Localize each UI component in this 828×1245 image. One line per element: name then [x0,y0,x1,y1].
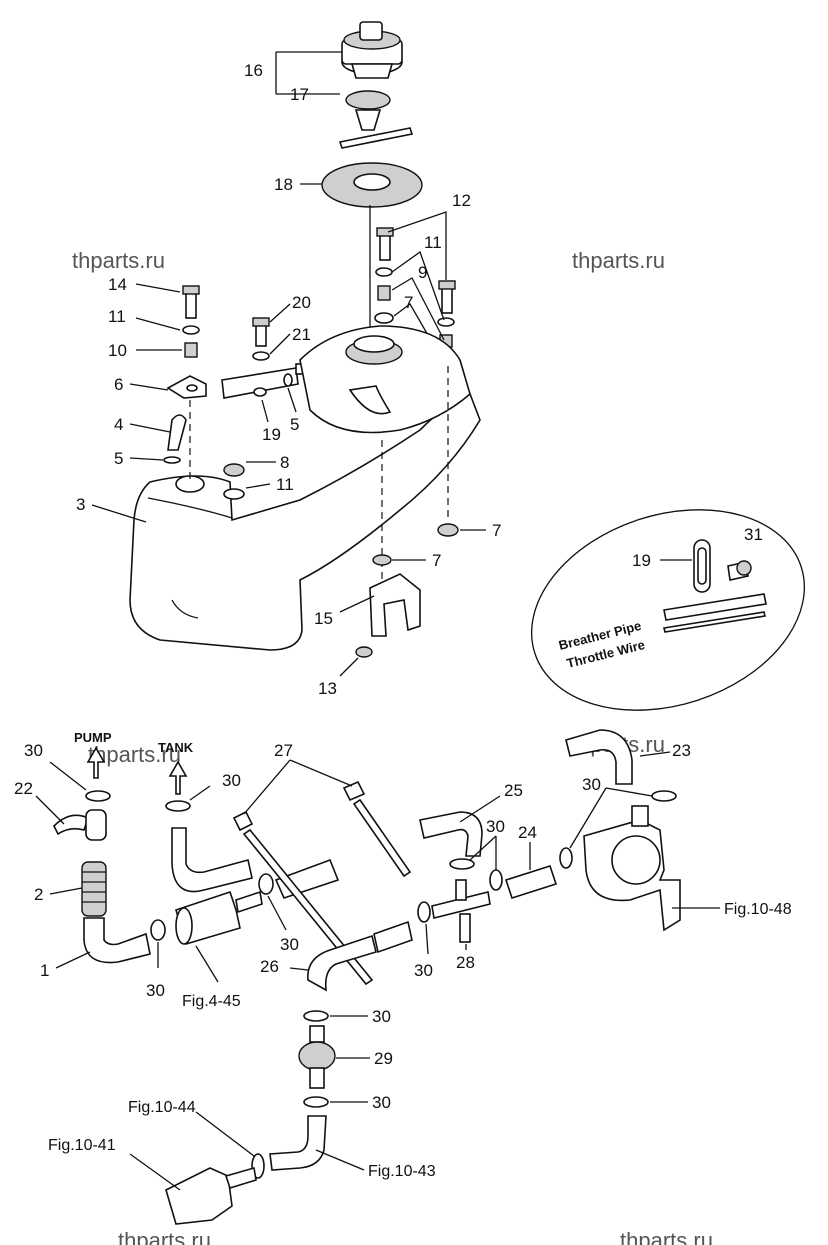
watermark: thparts.ru [620,1228,713,1245]
fig-ref-10-43: Fig.10-43 [368,1163,436,1180]
left-fasteners [163,285,207,464]
arrow-up-icon [86,746,106,779]
callout-9: 9 [418,263,427,282]
callout-27: 27 [274,741,293,760]
watermark: thparts.ru [118,1228,211,1245]
label-tank: TANK [158,740,194,755]
callout-23: 23 [672,741,691,760]
callout-29: 29 [374,1049,393,1068]
callout-11b: 11 [108,307,126,326]
callout-11c: 11 [276,475,294,494]
callout-16: 16 [244,61,263,80]
callout-25: 25 [504,781,523,800]
watermark: thparts.ru [72,248,165,273]
callout-1: 1 [40,961,49,980]
callout-21: 21 [292,325,311,344]
callout-30g: 30 [414,961,433,980]
callout-10: 10 [108,341,127,360]
callout-28: 28 [456,953,475,972]
callout-30f: 30 [582,775,601,794]
callout-12: 12 [452,191,471,210]
callout-31: 31 [744,525,763,544]
callout-30a: 30 [24,741,43,760]
callout-2: 2 [34,885,43,904]
watermark: thparts.ru [88,742,181,767]
fuel-line-parts [53,729,681,1225]
callout-30i: 30 [372,1093,391,1112]
callout-24: 24 [518,823,537,842]
nuts-bracket [223,463,459,658]
callout-7b: 7 [492,521,501,540]
arrow-up-icon [168,760,188,795]
fuel-tank [129,325,481,651]
callout-3: 3 [76,495,85,514]
callout-4: 4 [114,415,123,434]
inset-detail [531,509,805,711]
right-fasteners [374,227,456,364]
fig-ref-10-44: Fig.10-44 [128,1099,196,1116]
callout-20: 20 [292,293,311,312]
fig-ref-4-45: Fig.4-45 [182,993,241,1010]
callout-30b: 30 [222,771,241,790]
callout-17: 17 [290,85,309,104]
fig-ref-10-48: Fig.10-48 [724,901,792,918]
callout-14: 14 [108,275,127,294]
callout-26: 26 [260,957,279,976]
label-pump: PUMP [74,730,112,745]
callout-30e: 30 [486,817,505,836]
callout-7c: 7 [432,551,441,570]
callout-18: 18 [274,175,293,194]
callout-5a: 5 [114,449,123,468]
callout-30h: 30 [372,1007,391,1026]
callout-19b: 19 [632,551,651,570]
callout-15: 15 [314,609,333,628]
callout-19a: 19 [262,425,281,444]
callout-22: 22 [14,779,33,798]
callout-8: 8 [280,453,289,472]
callout-13: 13 [318,679,337,698]
callout-11a: 11 [424,233,442,252]
watermark: thparts.ru [572,248,665,273]
callout-5b: 5 [290,415,299,434]
callout-30d: 30 [280,935,299,954]
callout-30c: 30 [146,981,165,1000]
callout-6: 6 [114,375,123,394]
fuel-cap-assembly [321,21,423,208]
callout-7a: 7 [404,293,413,312]
fig-ref-10-41: Fig.10-41 [48,1137,116,1154]
